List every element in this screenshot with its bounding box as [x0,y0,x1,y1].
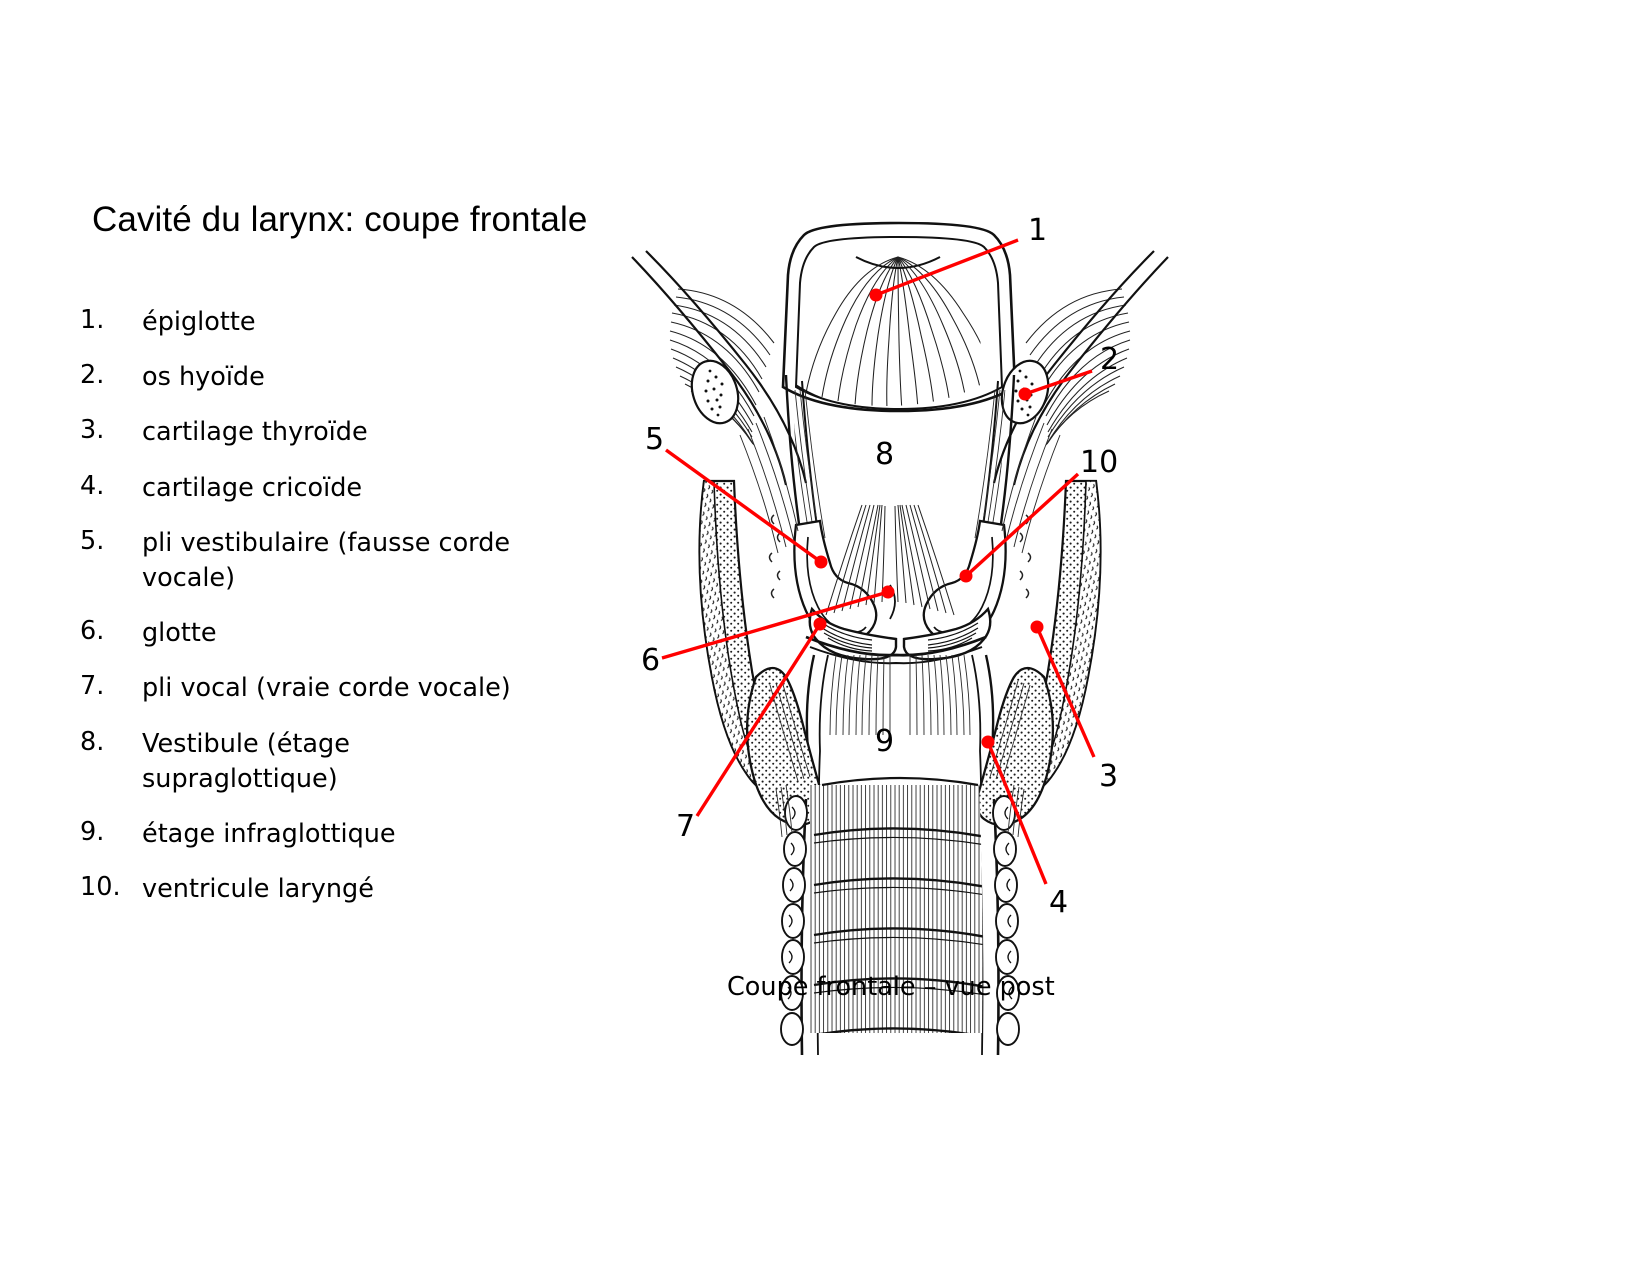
list-item: 7. pli vocal (vraie corde vocale) [80,671,640,706]
list-item: 10. ventricule laryngé [80,872,640,907]
list-item-label: cartilage thyroïde [142,417,368,448]
list-item-number: 10. [80,872,121,903]
list-item-label: pli vestibulaire (fausse corde vocale) [142,527,511,593]
list-item-number: 2. [80,360,105,391]
list-item: 9. étage infraglottique [80,817,640,852]
list-item-label: glotte [142,618,217,649]
numbered-legend-list: 1. épiglotte 2. os hyoïde 3. cartilage t… [80,305,640,927]
list-item-label: étage infraglottique [142,818,396,849]
list-item: 3. cartilage thyroïde [80,415,640,450]
list-item-number: 5. [80,525,105,556]
list-item-number: 6. [80,616,105,647]
list-item: 6. glotte [80,616,640,651]
list-item-label: ventricule laryngé [142,874,374,905]
list-item-number: 1. [80,305,105,335]
list-item: 4. cartilage cricoïde [80,471,640,506]
list-item-number: 3. [80,415,105,446]
larynx-anatomy-figure [600,185,1200,1056]
larynx-drawing-svg [600,185,1200,1056]
page-title: Cavité du larynx: coupe frontale [92,200,588,239]
list-item-number: 9. [80,816,105,847]
list-item: 2. os hyoïde [80,360,640,395]
list-item: 5. pli vestibulaire (fausse corde vocale… [80,526,640,596]
list-item-label: épiglotte [142,307,256,337]
list-item-label: Vestibule (étage supraglottique) [142,728,350,794]
list-item-number: 8. [80,726,105,757]
list-item-label: os hyoïde [142,362,265,393]
figure-caption: Coupe frontale – vue post [727,972,1055,1002]
list-item-number: 4. [80,470,105,501]
list-item: 1. épiglotte [80,305,640,340]
list-item-label: cartilage cricoïde [142,472,363,503]
list-item: 8. Vestibule (étage supraglottique) [80,727,640,797]
list-item-label: pli vocal (vraie corde vocale) [142,673,511,704]
list-item-number: 7. [80,671,105,702]
epiglottis-structure [781,221,1017,413]
